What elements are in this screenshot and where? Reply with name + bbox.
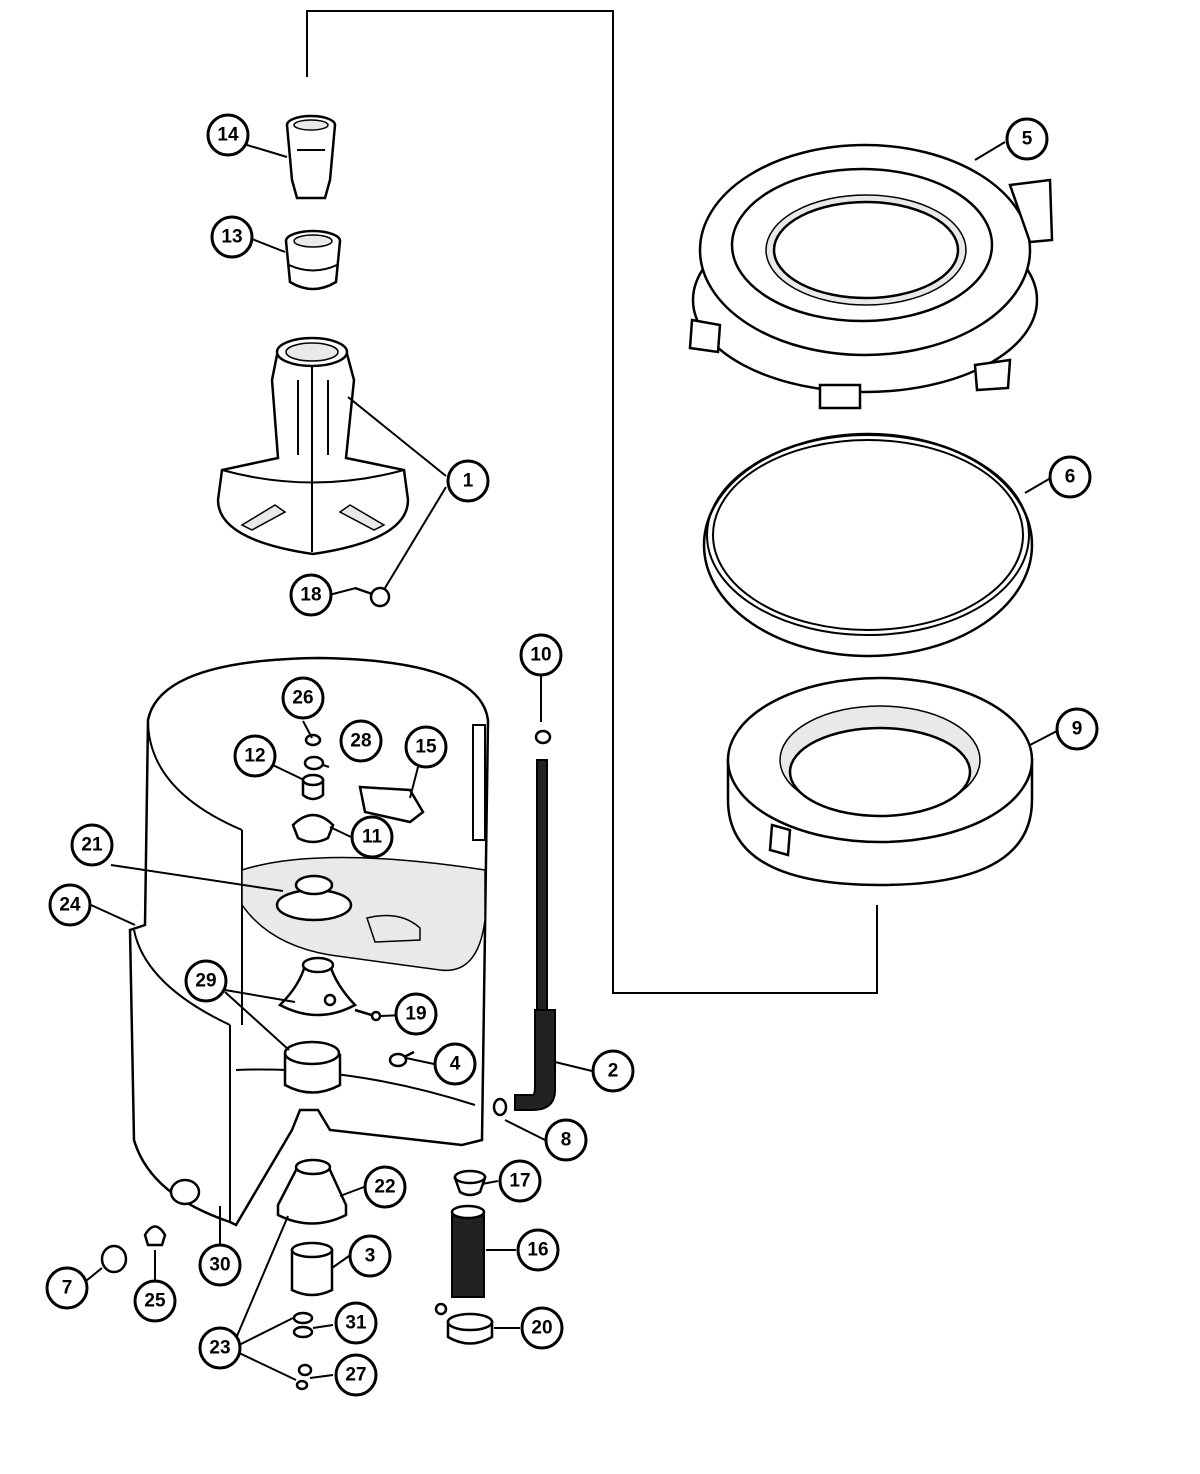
part-3-sleeve [290, 1241, 334, 1297]
callout-14: 14 [206, 113, 250, 157]
callout-label-7: 7 [62, 1278, 73, 1299]
callout-1: 1 [446, 459, 490, 503]
callout-label-14: 14 [217, 125, 239, 146]
callout-7: 7 [45, 1266, 89, 1310]
callout-9: 9 [1055, 707, 1099, 751]
callout-label-10: 10 [530, 645, 551, 666]
callout-label-27: 27 [345, 1365, 366, 1386]
callout-label-17: 17 [509, 1171, 530, 1192]
callout-label-16: 16 [527, 1240, 548, 1261]
leader-lines [85, 141, 1058, 1381]
part-18-screw [354, 586, 391, 608]
part-5-tub-cover [688, 143, 1054, 410]
part-10-clip [534, 729, 552, 745]
part-20-hose-clamp [434, 1302, 494, 1345]
callout-12: 12 [233, 734, 277, 778]
callout-16: 16 [516, 1228, 560, 1272]
callout-label-4: 4 [450, 1054, 461, 1075]
callout-4: 4 [433, 1042, 477, 1086]
callout-6: 6 [1048, 455, 1092, 499]
callout-label-31: 31 [345, 1313, 367, 1334]
callout-10: 10 [519, 633, 563, 677]
part-6-gasket-ring [702, 432, 1034, 658]
part-8-o-ring [492, 1097, 508, 1117]
callout-label-29: 29 [195, 971, 216, 992]
callout-label-24: 24 [59, 895, 81, 916]
part-2-hose [514, 759, 556, 1111]
tub-opening [366, 914, 421, 943]
callout-label-22: 22 [374, 1177, 395, 1198]
callout-28: 28 [339, 719, 383, 763]
callout-29: 29 [184, 959, 228, 1003]
callout-19: 19 [394, 992, 438, 1036]
small-center-parts [291, 733, 425, 844]
assembly-bracket-lines [306, 10, 878, 994]
callout-label-18: 18 [300, 585, 321, 606]
callout-label-1: 1 [463, 471, 474, 492]
callout-8: 8 [544, 1118, 588, 1162]
callout-11: 11 [350, 815, 394, 859]
callout-22: 22 [363, 1165, 407, 1209]
part-14-agitator-cap [285, 114, 337, 200]
callout-26: 26 [281, 676, 325, 720]
callout-label-2: 2 [608, 1061, 619, 1082]
callout-23: 23 [198, 1326, 242, 1370]
callout-3: 3 [348, 1234, 392, 1278]
callout-label-13: 13 [221, 227, 242, 248]
callout-17: 17 [498, 1159, 542, 1203]
callout-label-11: 11 [362, 827, 383, 848]
callout-31: 31 [334, 1301, 378, 1345]
callout-30: 30 [198, 1243, 242, 1287]
callout-label-21: 21 [81, 835, 103, 856]
callout-25: 25 [133, 1279, 177, 1323]
callout-label-30: 30 [209, 1255, 230, 1276]
callout-label-19: 19 [405, 1004, 426, 1025]
callout-label-26: 26 [292, 688, 313, 709]
callout-2: 2 [591, 1049, 635, 1093]
part-7-plug [100, 1244, 128, 1274]
part-27-nut [295, 1363, 313, 1391]
callout-label-28: 28 [350, 731, 371, 752]
part-31-washers [292, 1311, 314, 1339]
callout-label-3: 3 [365, 1246, 376, 1267]
part-17-fitting [453, 1169, 487, 1197]
callout-24: 24 [48, 883, 92, 927]
part-1-agitator [216, 336, 410, 556]
callout-label-25: 25 [144, 1291, 166, 1312]
callout-label-12: 12 [244, 746, 265, 767]
part-22-nozzle [276, 1158, 348, 1225]
part-25-clamp [143, 1225, 167, 1247]
part-13-cam [284, 229, 342, 291]
callout-27: 27 [334, 1353, 378, 1397]
callout-label-5: 5 [1022, 129, 1033, 150]
callout-5: 5 [1005, 117, 1049, 161]
part-21-seal [275, 874, 353, 922]
callout-13: 13 [210, 215, 254, 259]
part-29-hub [277, 956, 358, 1094]
callout-15: 15 [404, 725, 448, 769]
part-9-balance-ring [726, 676, 1034, 887]
callout-20: 20 [520, 1306, 564, 1350]
callout-label-20: 20 [531, 1318, 552, 1339]
callout-label-6: 6 [1065, 467, 1076, 488]
callout-label-9: 9 [1072, 719, 1083, 740]
callout-21: 21 [70, 823, 114, 867]
part-4-screw [388, 1050, 415, 1068]
callout-18: 18 [289, 573, 333, 617]
part-16-drain-hose [450, 1204, 486, 1298]
callout-label-8: 8 [561, 1130, 572, 1151]
callout-label-23: 23 [209, 1338, 230, 1359]
part-19-screw [354, 1008, 382, 1022]
callout-label-15: 15 [415, 737, 437, 758]
